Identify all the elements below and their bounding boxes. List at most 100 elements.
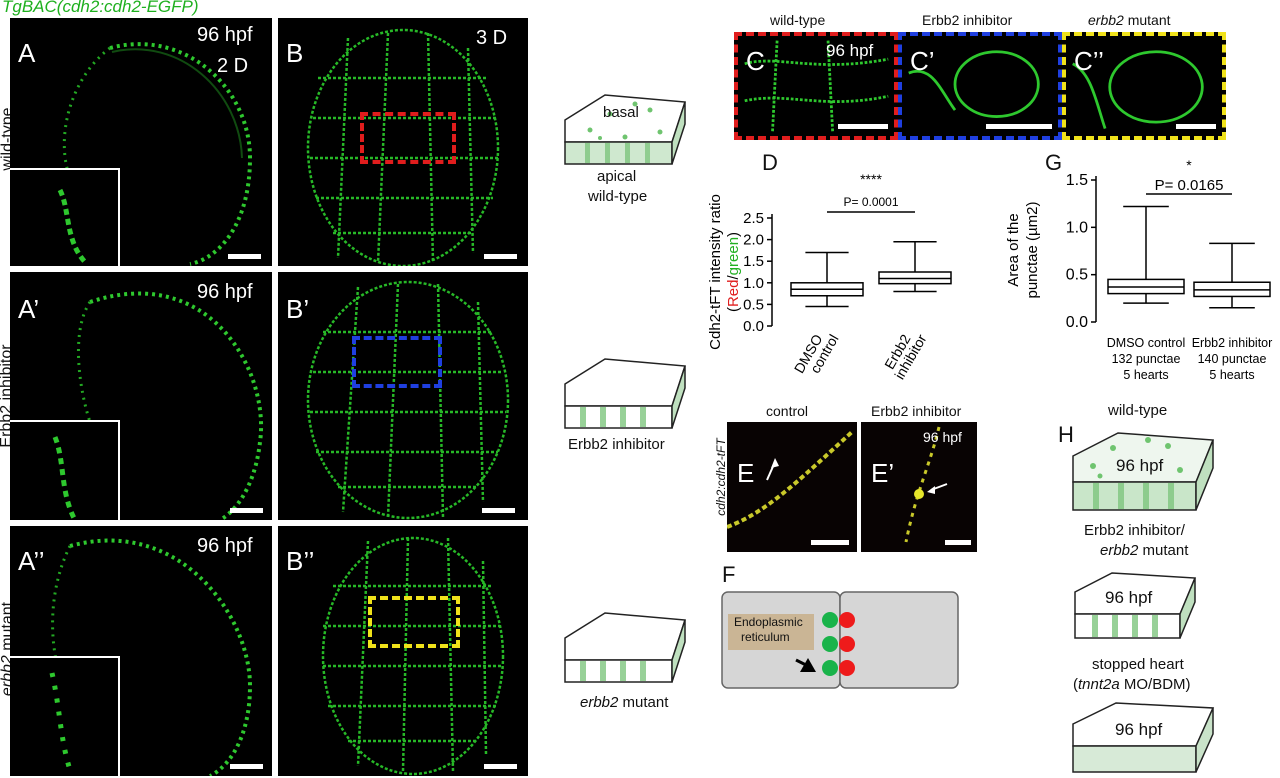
y-axis-label-line1: Area of the [1005,213,1022,286]
panel-b-dim: 3 D [476,27,508,49]
h-cartoon-stopped [1072,702,1215,773]
panel-c1-image: C’ [898,32,1062,140]
y-label-green: green [725,237,742,275]
panel-b2-network [321,536,505,776]
panel-c-time: 96 hpf [826,41,874,60]
panel-c2-network [1071,50,1204,130]
h-inhib-caption2-italic: erbb2 [1100,542,1139,559]
panel-a-time: 96 hpf [197,24,253,46]
panel-a-image: A 96 hpf 2 D [10,18,272,266]
panel-a2-time: 96 hpf [197,535,253,557]
h-wt-time: 96 hpf [1116,456,1164,475]
panel-a-scalebar [228,254,261,259]
panel-c2-scalebar [1176,124,1216,129]
panel-c-label: C [746,46,765,76]
box-1 [878,241,952,293]
cartoon-mut-text: mutant [618,694,669,711]
x-tick-label: DMSO control [1107,336,1186,350]
c-header-inhib: Erbb2 inhibitor [922,12,1013,28]
panel-c1-scalebar [986,124,1052,129]
panel-a1-scalebar [230,508,263,513]
panel-e-image: E [727,422,857,552]
panel-e-signal [727,430,854,529]
panel-a-cells [62,42,253,266]
panel-a-dim: 2 D [217,55,249,77]
panel-h-label: H [1058,422,1074,447]
panel-a2-label: A’’ [18,546,45,576]
panel-f-er-line1: Endoplasmic [734,615,803,629]
y-tick-label: 2.0 [743,232,764,249]
panel-e1-image: E’ 96 hpf [861,422,977,552]
x-tick-label: 5 hearts [1123,368,1168,382]
panel-b-zoom-box [360,112,456,164]
panel-f-er-line2: reticulum [741,630,790,644]
y-tick-label: 0.5 [743,296,764,313]
h-cartoon-erbb2 [1074,572,1197,639]
cartoon-wild-type [564,94,687,165]
box-1 [1193,242,1271,309]
panel-g-label: G [1045,150,1063,175]
c-header-mut-text: mutant [1123,12,1171,28]
cartoon-erbb2-inhibitor [564,358,687,429]
panel-f-label: F [722,562,736,587]
h-stopped-caption1: stopped heart [1092,656,1184,673]
y-tick-label: 2.5 [743,210,764,227]
c-header-wt: wild-type [770,12,826,28]
p-value: P= 0.0001 [843,195,898,209]
panel-c1-network [908,50,1040,118]
panel-c-image: C 96 hpf [734,32,898,140]
h-stopped-time: 96 hpf [1115,720,1163,739]
panel-b2-scalebar [484,764,517,769]
y-tick-label: 1.5 [743,253,764,270]
cartoon-mut-caption: erbb2 mutant [580,694,668,711]
cartoon-erbb2-mutant [564,612,687,683]
cartoon-wt-apical: apical [597,168,637,185]
h-inhib-time: 96 hpf [1105,588,1153,607]
box-0 [790,251,864,308]
panel-b-network [306,28,500,266]
h-inhib-caption1: Erbb2 inhibitor/ [1084,522,1185,539]
panel-b1-label: B’ [286,294,310,324]
panel-b-label: B [286,38,304,68]
x-tick-label: 5 hearts [1209,368,1254,382]
panel-a1-image: A’ 96 hpf [10,272,272,520]
x-tick-label: 132 punctae [1112,352,1181,366]
panel-b1-image: B’ [278,272,528,520]
panel-e-scalebar [811,540,849,545]
cartoon-wt-basal: basal [603,104,639,121]
panel-b1-zoom-box [352,336,442,388]
h-inhib-caption2-text: mutant [1138,542,1189,559]
x-tick-label: Erbb2 inhibitor [1192,336,1273,350]
c-header-mut-italic: erbb2 [1088,12,1124,28]
panel-a1-inset [10,420,120,520]
panel-b1-scalebar [482,508,515,513]
panel-f-diagram [721,591,959,689]
significance-stars: * [1186,157,1192,173]
panel-b-scalebar [484,254,517,259]
panel-b2-image: B’’ [278,526,528,776]
y-label-red: Red [725,280,742,308]
h-cartoon-wild-type [1072,432,1215,511]
panel-b2-zoom-box [368,596,460,648]
panel-c2-label: C’’ [1074,46,1104,76]
y-tick-label: 1.0 [1066,219,1088,236]
panel-c-scalebar [838,124,888,129]
panel-b2-label: B’’ [286,546,315,576]
chart-d: 0.00.51.01.52.02.5P= 0.0001****Cdh2-tFT … [707,171,952,382]
significance-stars: **** [860,171,882,187]
cartoon-mut-italic: erbb2 [580,694,619,711]
panel-d-label: D [762,150,778,175]
h-stopped-italic: tnnt2a [1078,676,1120,693]
cartoon-wt-caption: wild-type [588,188,648,205]
box-0 [1107,205,1185,304]
panel-c-network [744,40,889,133]
h-wt-caption: wild-type [1108,402,1168,419]
y-tick-label: 0.0 [743,318,764,335]
panel-a2-scalebar [230,764,263,769]
y-axis-label-ratio: (Red/green) [725,232,742,312]
panel-e1-scalebar [945,540,971,545]
panel-a-label: A [18,38,36,68]
x-tick-label: 140 punctae [1198,352,1267,366]
panel-b-image: B 3 D [278,18,528,266]
